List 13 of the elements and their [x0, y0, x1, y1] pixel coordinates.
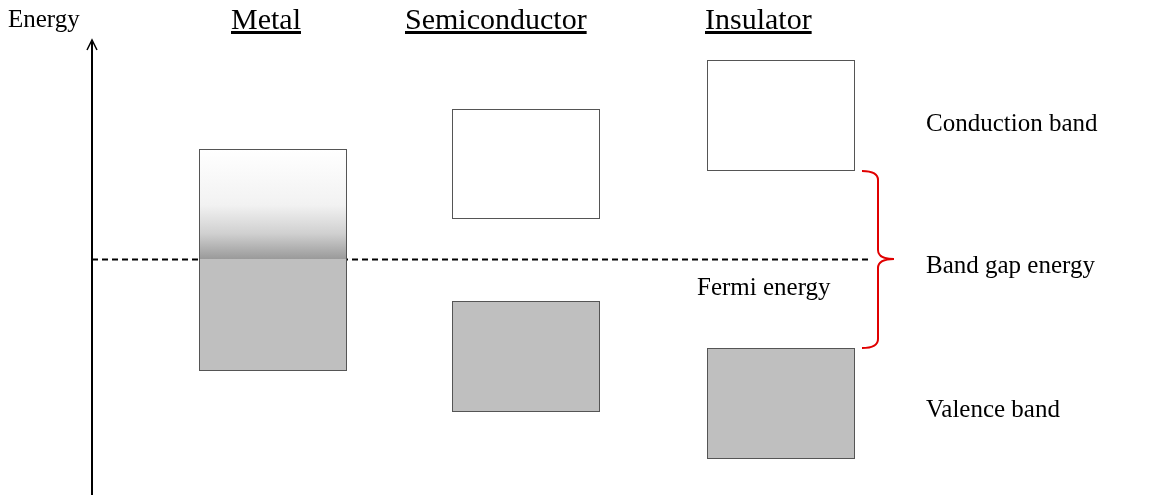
band-label: Valence band [926, 396, 1060, 421]
conduction-band-box [452, 109, 600, 219]
valence-band-box [707, 348, 855, 459]
column-heading: Semiconductor [405, 4, 587, 34]
band-label: Band gap energy [926, 252, 1095, 277]
column-heading: Metal [231, 4, 301, 34]
band-label: Conduction band [926, 110, 1098, 135]
fermi-energy-label: Fermi energy [697, 274, 831, 299]
valence-band-box [452, 301, 600, 412]
column-heading: Insulator [705, 4, 812, 34]
axis-label: Energy [8, 6, 80, 31]
partially-filled-band [199, 149, 347, 371]
conduction-band-box [707, 60, 855, 171]
